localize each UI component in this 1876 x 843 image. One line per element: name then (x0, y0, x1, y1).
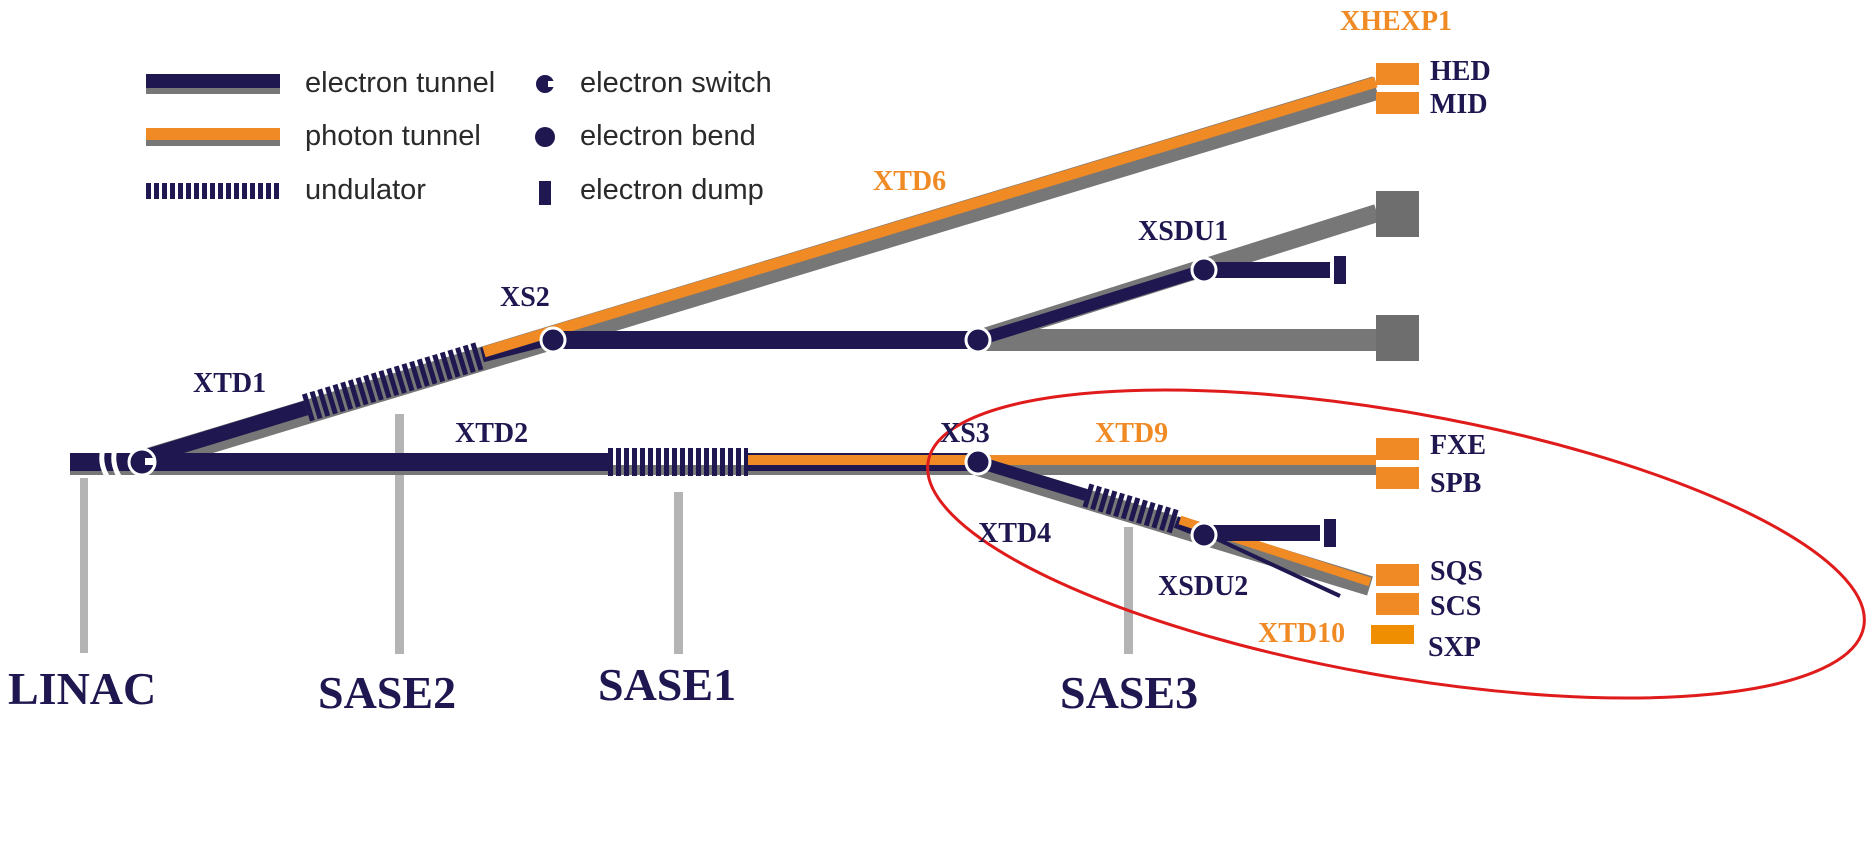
label-xtd10: XTD10 (1258, 618, 1345, 649)
pillar-sase2 (395, 414, 404, 654)
label-xsdu1: XSDU1 (1138, 216, 1228, 247)
section-label-sase1: SASE1 (598, 659, 736, 710)
station-fxe (1376, 438, 1419, 460)
station-sxp (1371, 625, 1414, 644)
electron-bend-icon (964, 326, 992, 354)
experiment-stations (1371, 63, 1419, 644)
electron-dump-icon (539, 181, 551, 205)
label-hed: HED (1430, 56, 1491, 87)
label-xtd6: XTD6 (873, 166, 946, 197)
legend-electron-tunnel-label: electron tunnel (305, 67, 495, 99)
electron-switch-icon (127, 447, 157, 477)
electron-switch-icon (536, 75, 556, 93)
xtd2-line (70, 445, 1376, 480)
beam-dump-block-lower (1376, 315, 1419, 361)
legend-electron-bend-label: electron bend (580, 120, 756, 152)
label-xs3: XS3 (940, 418, 990, 449)
pillar-sase3 (1124, 527, 1133, 654)
pillar-sase1 (674, 492, 683, 654)
xtd4-line (975, 456, 1373, 598)
section-pillars (80, 414, 1133, 654)
xtd1-xtd6-line (138, 76, 1380, 474)
electron-bend-icon (1190, 256, 1218, 284)
label-xtd9: XTD9 (1095, 418, 1168, 449)
pillar-linac (80, 478, 88, 653)
label-xsdu2: XSDU2 (1158, 571, 1248, 602)
station-sqs (1376, 564, 1419, 586)
label-xtd2: XTD2 (455, 418, 528, 449)
station-scs (1376, 593, 1419, 615)
station-spb (1376, 467, 1419, 489)
electron-dump-icon (1324, 519, 1336, 547)
station-hed (1376, 63, 1419, 85)
label-fxe: FXE (1430, 430, 1486, 461)
legend-electron-tunnel-swatch (146, 74, 280, 94)
label-sqs: SQS (1430, 556, 1483, 587)
electron-bend-icon (539, 326, 567, 354)
label-xs2: XS2 (500, 282, 550, 313)
electron-bend-icon (964, 448, 992, 476)
legend-photon-tunnel-swatch (146, 128, 280, 146)
label-mid: MID (1430, 89, 1488, 120)
label-xtd4: XTD4 (978, 518, 1051, 549)
electron-dump-icon (1334, 256, 1346, 284)
section-label-sase2: SASE2 (318, 667, 456, 718)
electron-bend-icon (1190, 521, 1218, 549)
label-spb: SPB (1430, 468, 1481, 499)
legend-electron-dump-label: electron dump (580, 174, 764, 206)
section-label-linac: LINAC (8, 663, 156, 714)
xs2-electron-line (553, 256, 1346, 349)
label-scs: SCS (1430, 591, 1481, 622)
label-xtd1: XTD1 (193, 368, 266, 399)
legend-electron-switch-label: electron switch (580, 67, 772, 99)
label-xhexp1: XHEXP1 (1340, 6, 1452, 37)
beam-dump-block-upper (1376, 191, 1419, 237)
legend-photon-tunnel-label: photon tunnel (305, 120, 481, 152)
section-label-sase3: SASE3 (1060, 667, 1198, 718)
station-mid (1376, 92, 1419, 114)
electron-bend-icon (535, 127, 555, 147)
legend-undulator-label: undulator (305, 174, 426, 206)
sase3-highlight-ellipse (926, 388, 1866, 700)
label-sxp: SXP (1428, 632, 1481, 663)
legend: electron tunnel photon tunnel undulator … (146, 67, 772, 206)
